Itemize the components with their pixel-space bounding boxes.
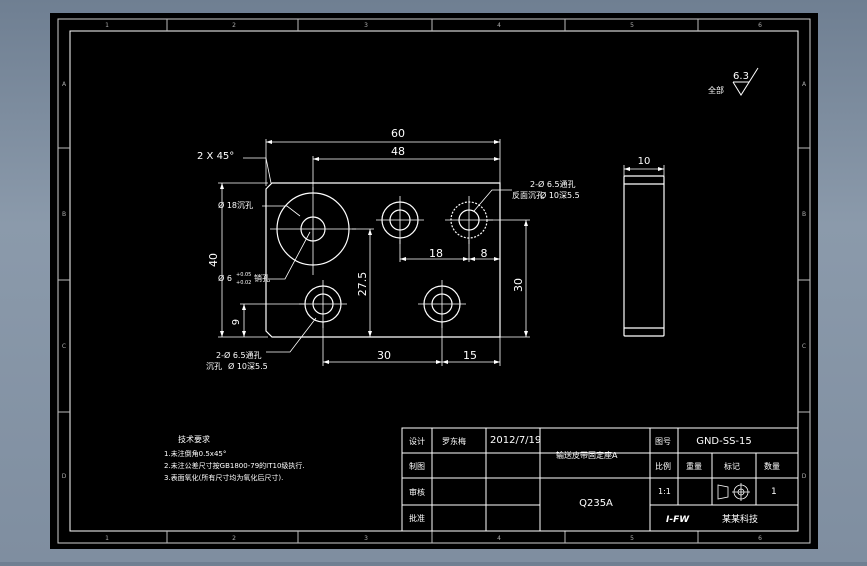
note-line: 2.未注公差尺寸按GB1800-79的IT10级执行. bbox=[164, 461, 305, 470]
row-label: C bbox=[802, 343, 806, 350]
outer-frame bbox=[57, 18, 811, 544]
tb-drawing-title: 输送皮带固定座A bbox=[556, 450, 618, 460]
callout-top-right-2: 反面沉孔 bbox=[512, 190, 544, 200]
title-block: 设计 罗东梅 2012/7/19 输送皮带固定座A 制图 审核 批准 Q235A… bbox=[401, 427, 799, 532]
tb-check-label: 审核 bbox=[409, 487, 425, 497]
dim-right-30: 30 bbox=[512, 278, 525, 292]
tb-weight-label: 重量 bbox=[686, 461, 702, 471]
side-view: 10 bbox=[623, 156, 665, 337]
callout-top-right-1: 2-Ø 6.5通孔 bbox=[530, 179, 576, 189]
surface-finish-symbol bbox=[732, 67, 759, 96]
dim-hole-span: 48 bbox=[391, 145, 405, 158]
tb-drawing-no: GND-SS-15 bbox=[696, 436, 752, 447]
col-label: 2 bbox=[232, 22, 236, 29]
tb-material: Q235A bbox=[579, 498, 613, 509]
callout-bottom-left-1: 2-Ø 6.5通孔 bbox=[216, 350, 262, 360]
tb-approve-label: 批准 bbox=[409, 513, 425, 523]
dim-thickness: 10 bbox=[638, 156, 651, 167]
callout-phi6-suffix: 销孔 bbox=[254, 273, 270, 283]
tb-drawing-no-label: 图号 bbox=[655, 437, 671, 446]
tb-scale-value: 1:1 bbox=[658, 487, 671, 496]
col-label: 1 bbox=[105, 535, 109, 542]
tb-designer: 罗东梅 bbox=[442, 436, 466, 446]
tb-qty-value: 1 bbox=[771, 487, 777, 497]
tb-scale-label: 比例 bbox=[655, 461, 671, 471]
note-line: 1.未注倒角0.5x45° bbox=[164, 449, 226, 458]
front-view: 60 48 18 8 30 15 40 9 27.5 30 2 X 45° Ø … bbox=[197, 127, 580, 371]
col-label: 5 bbox=[630, 22, 634, 29]
projection-symbol bbox=[717, 483, 750, 501]
callout-top-right-3: Ø 10深5.5 bbox=[540, 190, 580, 200]
row-label: D bbox=[802, 473, 807, 480]
dim-hole-offset-18: 18 bbox=[429, 247, 443, 260]
tb-date: 2012/7/19 bbox=[490, 435, 541, 446]
dim-height-40: 40 bbox=[207, 253, 220, 267]
surface-finish-value: 6.3 bbox=[733, 71, 749, 82]
tb-mark-label: 标记 bbox=[724, 461, 740, 471]
surface-finish-prefix: 全部 bbox=[708, 85, 724, 95]
col-label: 3 bbox=[364, 535, 368, 542]
notes-title: 技术要求 bbox=[178, 434, 210, 444]
col-label: 3 bbox=[364, 22, 368, 29]
drawing-sheet bbox=[50, 13, 818, 549]
col-label: 6 bbox=[758, 535, 762, 542]
col-label: 1 bbox=[105, 22, 109, 29]
dim-width-total: 60 bbox=[391, 127, 405, 140]
row-label: D bbox=[62, 473, 67, 480]
callout-phi6: Ø 6 bbox=[218, 273, 232, 283]
dim-27-5: 27.5 bbox=[356, 272, 369, 297]
tb-logo: I-FW bbox=[666, 515, 690, 525]
callout-phi18: Ø 18沉孔 bbox=[218, 200, 253, 210]
col-label: 4 bbox=[497, 22, 501, 29]
callout-phi6-upper: +0.05 bbox=[236, 272, 251, 278]
callout-bottom-left-2: 沉孔 bbox=[206, 362, 222, 371]
dim-bottom-30: 30 bbox=[377, 349, 391, 362]
col-label: 6 bbox=[758, 22, 762, 29]
dim-hole-offset-8: 8 bbox=[481, 247, 488, 260]
callout-phi6-lower: +0.02 bbox=[236, 280, 251, 286]
dim-left-9: 9 bbox=[231, 319, 242, 325]
tb-company: 某某科技 bbox=[722, 513, 758, 525]
row-label: A bbox=[802, 81, 807, 88]
note-line: 3.表面氧化(所有尺寸均为氧化后尺寸). bbox=[164, 473, 283, 482]
tb-qty-label: 数量 bbox=[764, 461, 780, 471]
tb-design-label: 设计 bbox=[409, 436, 425, 446]
col-label: 2 bbox=[232, 535, 236, 542]
technical-notes: 技术要求 1.未注倒角0.5x45° 2.未注公差尺寸按GB1800-79的IT… bbox=[164, 434, 305, 482]
row-label: C bbox=[62, 343, 66, 350]
row-label: A bbox=[62, 81, 67, 88]
row-label: B bbox=[62, 211, 66, 218]
col-label: 5 bbox=[630, 535, 634, 542]
tb-draw-label: 制图 bbox=[409, 461, 425, 471]
chamfer-note: 2 X 45° bbox=[197, 151, 234, 162]
col-label: 4 bbox=[497, 535, 501, 542]
row-label: B bbox=[802, 211, 806, 218]
callout-bottom-left-3: Ø 10深5.5 bbox=[228, 361, 268, 371]
dim-bottom-15: 15 bbox=[463, 349, 477, 362]
